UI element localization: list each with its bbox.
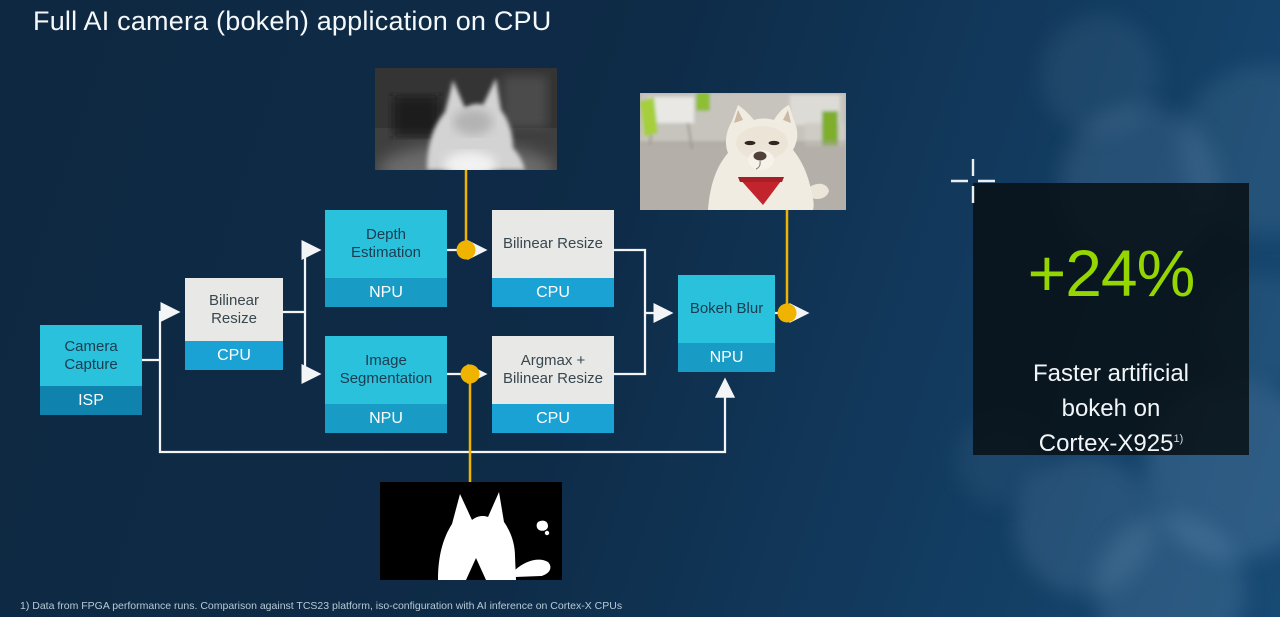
stat-description: Faster artificial bokeh on Cortex-X9251) [1033, 357, 1189, 461]
node-unit-badge: NPU [325, 278, 447, 307]
node-label: Bilinear Resize [492, 210, 614, 278]
node-unit-badge: ISP [40, 386, 142, 415]
node-unit-badge: CPU [492, 404, 614, 433]
bokeh-output-preview [640, 93, 846, 210]
crosshair-icon [949, 157, 997, 210]
node-label: Bokeh Blur [678, 275, 775, 343]
slide-title: Full AI camera (bokeh) application on CP… [33, 6, 552, 36]
footnote-ref: 1) [1173, 432, 1184, 445]
node-image-segmentation: Image Segmentation NPU [325, 336, 447, 433]
node-label: Camera Capture [40, 325, 142, 386]
stat-value: +24% [1027, 236, 1196, 310]
node-label: Bilinear Resize [185, 278, 283, 341]
node-unit-badge: NPU [678, 343, 775, 372]
node-bilinear-resize-2: Bilinear Resize CPU [492, 210, 614, 307]
stat-line-2: bokeh on [1061, 394, 1161, 422]
node-camera-capture: Camera Capture ISP [40, 325, 142, 415]
stat-line-1: Faster artificial [1032, 360, 1190, 387]
stat-line-3: Cortex-X9251) [1038, 429, 1184, 457]
segmentation-mask-preview [380, 482, 562, 580]
stat-card: +24% Faster artificial bokeh on Cortex-X… [973, 183, 1249, 457]
tap-point-output [777, 303, 797, 323]
node-label: Depth Estimation [325, 210, 447, 278]
node-bilinear-resize-1: Bilinear Resize CPU [185, 278, 283, 370]
depth-map-preview [375, 68, 557, 170]
node-depth-estimation: Depth Estimation NPU [325, 210, 447, 307]
node-label: Image Segmentation [325, 336, 447, 404]
slide-footnote: 1) Data from FPGA performance runs. Comp… [20, 600, 623, 612]
node-unit-badge: CPU [185, 341, 283, 370]
node-label: Argmax + Bilinear Resize [492, 336, 614, 404]
node-bokeh-blur: Bokeh Blur NPU [678, 275, 775, 372]
tap-point-depth [456, 240, 476, 260]
node-unit-badge: NPU [325, 404, 447, 433]
node-unit-badge: CPU [492, 278, 614, 307]
node-argmax-bilinear-resize: Argmax + Bilinear Resize CPU [492, 336, 614, 433]
tap-point-segmentation [460, 364, 480, 384]
